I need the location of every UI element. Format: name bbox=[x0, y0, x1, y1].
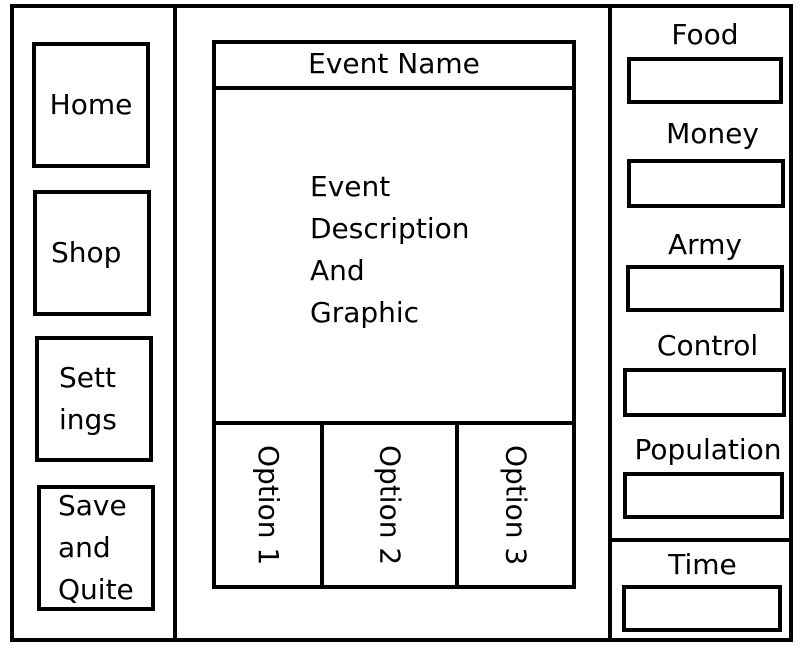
population-label: Population bbox=[634, 433, 782, 466]
home-button[interactable]: Home bbox=[32, 42, 150, 168]
options-divider bbox=[212, 421, 576, 425]
event-header-divider bbox=[212, 86, 576, 90]
food-label: Food bbox=[671, 18, 739, 51]
event-description: Event Description And Graphic bbox=[310, 166, 469, 334]
control-label: Control bbox=[656, 329, 759, 362]
right-divider bbox=[608, 4, 612, 642]
option-3-label: Option 3 bbox=[499, 444, 533, 566]
money-value-box bbox=[627, 159, 785, 208]
option-1-label: Option 1 bbox=[252, 444, 285, 566]
population-value-box bbox=[623, 472, 784, 519]
control-value-box bbox=[623, 368, 786, 417]
save-label-line3: Quite bbox=[58, 573, 134, 606]
event-panel bbox=[212, 40, 576, 589]
app-frame bbox=[10, 4, 793, 642]
shop-button[interactable]: Shop bbox=[33, 190, 151, 316]
army-value-box bbox=[626, 265, 784, 312]
settings-button[interactable]: Sett ings bbox=[35, 336, 153, 462]
option-2-button[interactable]: Option 2 bbox=[324, 425, 455, 585]
shop-label: Shop bbox=[51, 236, 122, 269]
option-divider-1 bbox=[320, 421, 324, 589]
option-divider-2 bbox=[455, 421, 459, 589]
money-label: Money bbox=[666, 117, 759, 150]
option-2-label: Option 2 bbox=[373, 444, 407, 566]
food-value-box bbox=[627, 57, 783, 104]
event-description-line2: Description bbox=[310, 212, 470, 245]
time-value-box bbox=[622, 585, 782, 632]
time-divider bbox=[608, 538, 793, 542]
army-label: Army bbox=[667, 228, 743, 261]
save-label-line2: and bbox=[58, 531, 111, 564]
time-label: Time bbox=[668, 548, 737, 581]
home-label: Home bbox=[49, 88, 133, 121]
event-description-line4: Graphic bbox=[310, 296, 420, 329]
settings-label-line2: ings bbox=[59, 403, 117, 436]
option-3-button[interactable]: Option 3 bbox=[459, 425, 572, 585]
option-1-button[interactable]: Option 1 bbox=[216, 425, 320, 585]
settings-label-line1: Sett bbox=[59, 361, 116, 394]
event-description-line3: And bbox=[310, 254, 365, 287]
event-name: Event Name bbox=[308, 47, 480, 80]
event-description-line1: Event bbox=[310, 170, 391, 203]
left-divider bbox=[173, 4, 177, 642]
save-label-line1: Save bbox=[58, 489, 127, 522]
save-and-quit-button[interactable]: Save and Quite bbox=[37, 485, 155, 611]
